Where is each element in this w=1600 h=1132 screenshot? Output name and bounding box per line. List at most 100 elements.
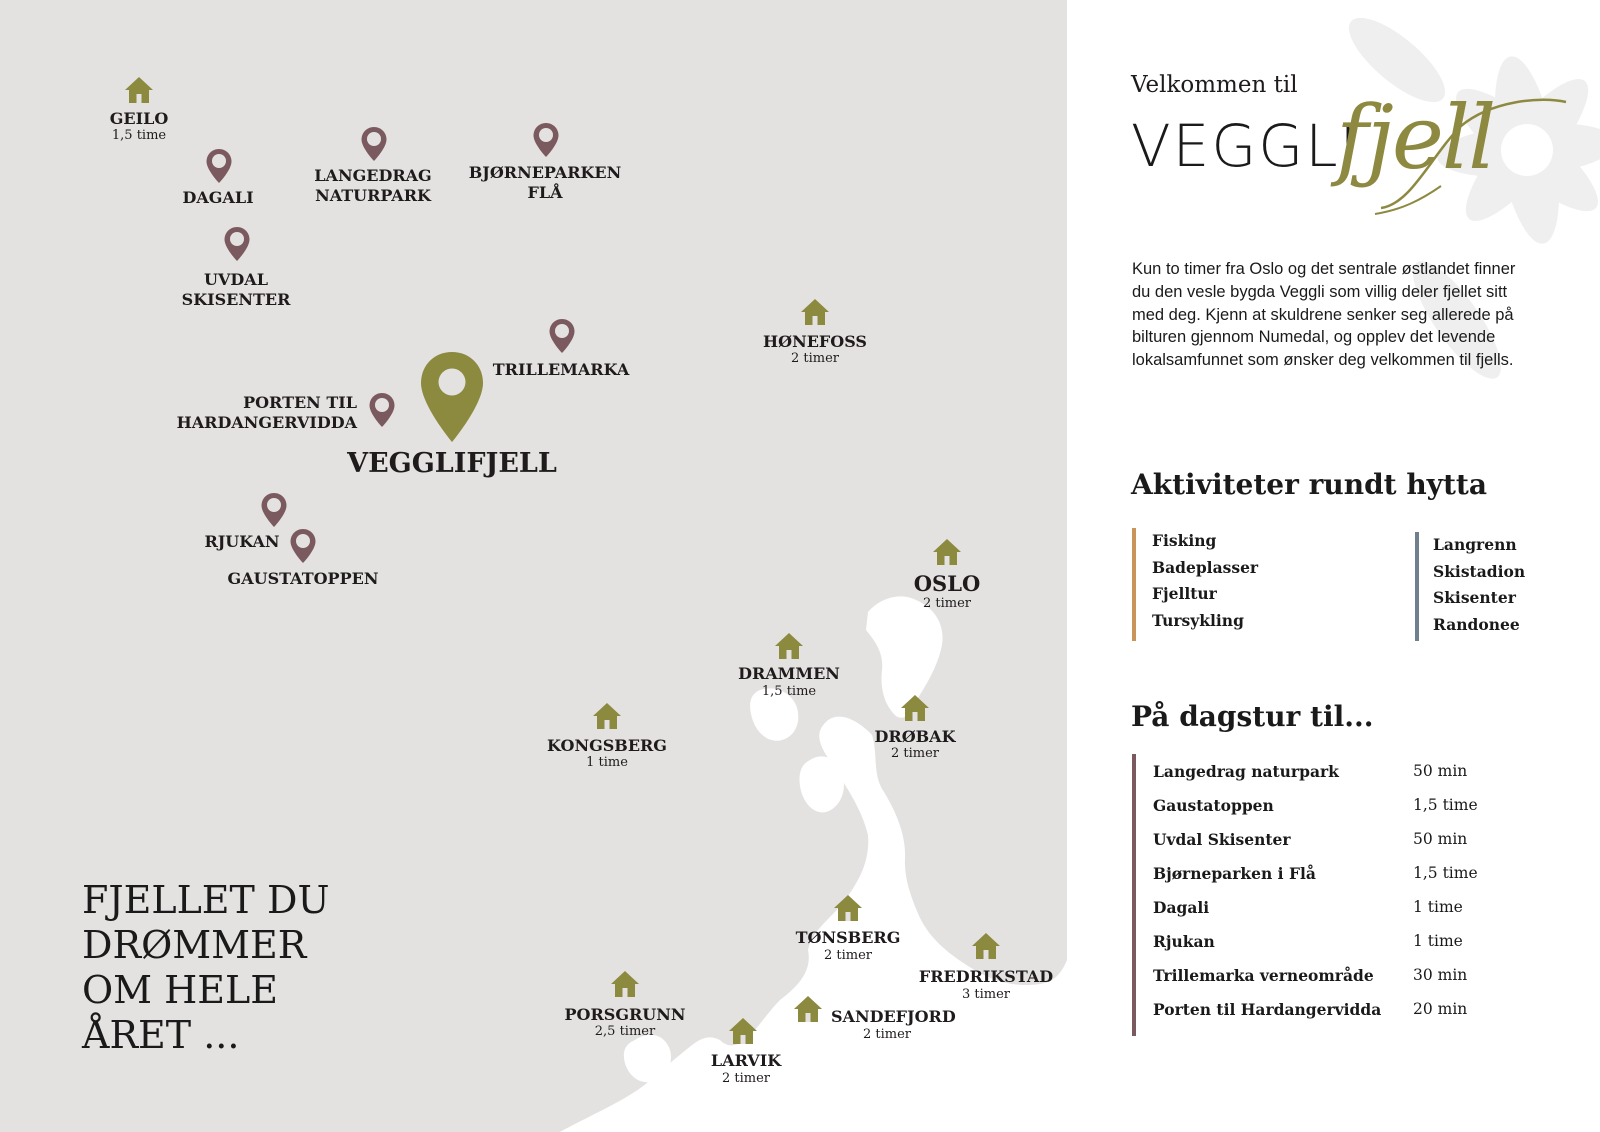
table-row: Gaustatoppen 1,5 time <box>1153 796 1553 830</box>
town-time-drobak: 2 timer <box>890 746 940 761</box>
town-label-larvik[interactable]: LARVIK <box>710 1051 782 1070</box>
map-area: VEGGLIFJELL DAGALI LANGEDRAG NATURPARK B… <box>0 0 1067 1132</box>
flower-watermark-icon <box>1348 17 1600 379</box>
attraction-label-rjukan[interactable]: RJUKAN <box>204 532 280 551</box>
label-line: HARDANGERVIDDA <box>176 413 357 432</box>
town-time-geilo: 1,5 time <box>111 128 167 143</box>
activities-title: Aktiviteter rundt hytta <box>1131 468 1487 501</box>
town-label-drobak[interactable]: DRØBAK <box>874 727 956 746</box>
table-row: Dagali 1 time <box>1153 898 1553 932</box>
summer-bar <box>1132 528 1136 641</box>
list-item: Fjelltur <box>1152 584 1217 603</box>
daytrip-title: På dagstur til... <box>1131 700 1374 733</box>
town-time-larvik: 2 timer <box>721 1071 771 1086</box>
town-label-tonsberg[interactable]: TØNSBERG <box>795 928 901 947</box>
house-icon[interactable] <box>592 702 622 730</box>
house-icon[interactable] <box>932 538 962 566</box>
house-icon[interactable] <box>610 970 640 998</box>
summer-activities-list: Fisking Badeplasser Fjelltur Tursykling <box>1132 528 1258 634</box>
attraction-label-trillemarka[interactable]: TRILLEMARKA <box>492 360 630 379</box>
map-pin-icon[interactable] <box>360 126 388 162</box>
town-label-honefoss[interactable]: HØNEFOSS <box>763 332 867 351</box>
town-label-sandefjord[interactable]: SANDEFJORD <box>831 1007 956 1026</box>
winter-bar <box>1415 532 1419 641</box>
map-pin-icon[interactable] <box>368 392 396 428</box>
town-label-oslo[interactable]: OSLO <box>913 571 981 596</box>
daytrip-time: 1 time <box>1413 898 1463 916</box>
brand-name: VEGGLI <box>1131 112 1359 180</box>
table-row: Porten til Hardangervidda 20 min <box>1153 1000 1553 1034</box>
attraction-label-langedrag[interactable]: LANGEDRAG NATURPARK <box>314 166 431 206</box>
house-icon[interactable] <box>833 894 863 922</box>
attraction-label-gaustatoppen[interactable]: GAUSTATOPPEN <box>227 569 379 588</box>
table-row: Bjørneparken i Flå 1,5 time <box>1153 864 1553 898</box>
table-row: Uvdal Skisenter 50 min <box>1153 830 1553 864</box>
label-line: PORTEN TIL <box>243 393 357 412</box>
house-icon[interactable] <box>728 1017 758 1045</box>
town-label-drammen[interactable]: DRAMMEN <box>738 664 840 683</box>
town-time-sandefjord: 2 timer <box>862 1027 912 1042</box>
map-pin-icon[interactable] <box>260 492 288 528</box>
town-label-geilo[interactable]: GEILO <box>109 109 169 128</box>
list-item: Tursykling <box>1152 610 1244 630</box>
house-icon[interactable] <box>800 298 830 326</box>
daytrip-name: Porten til Hardangervidda <box>1153 1000 1382 1019</box>
intro-paragraph: Kun to timer fra Oslo og det sentrale øs… <box>1132 260 1516 370</box>
daytrip-name: Trillemarka verneområde <box>1153 966 1374 985</box>
town-time-kongsberg: 1 time <box>586 755 628 770</box>
daytrip-name: Rjukan <box>1153 932 1215 951</box>
daytrip-time: 1,5 time <box>1413 796 1478 814</box>
tagline-line: FJELLET DU <box>82 878 330 922</box>
list-item: Skistadion <box>1433 561 1526 581</box>
daytrip-name: Dagali <box>1153 898 1210 917</box>
attraction-label-bjorneparken[interactable]: BJØRNEPARKEN FLÅ <box>469 163 621 203</box>
daytrip-name: Langedrag naturpark <box>1153 762 1339 781</box>
house-icon[interactable] <box>900 694 930 722</box>
list-item: Randonee <box>1433 614 1520 634</box>
town-time-porsgrunn: 2,5 timer <box>594 1024 656 1039</box>
map-pin-icon[interactable] <box>548 318 576 354</box>
town-label-fredrikstad[interactable]: FREDRIKSTAD <box>918 967 1054 986</box>
house-icon[interactable] <box>793 995 823 1023</box>
town-label-kongsberg[interactable]: KONGSBERG <box>547 736 667 755</box>
daytrip-name: Uvdal Skisenter <box>1153 830 1291 849</box>
large-map-pin-icon[interactable] <box>421 352 483 442</box>
list-item: Fisking <box>1152 531 1217 550</box>
welcome-text: Velkommen til <box>1131 72 1298 98</box>
winter-activities-list: Langrenn Skistadion Skisenter Randonee <box>1413 532 1525 638</box>
main-place-label[interactable]: VEGGLIFJELL <box>347 448 557 479</box>
tagline-line: OM HELE <box>82 968 278 1012</box>
coastline-water <box>560 596 1067 1132</box>
town-time-drammen: 1,5 time <box>761 684 817 699</box>
attraction-label-uvdal[interactable]: UVDAL SKISENTER <box>182 270 291 310</box>
daytrip-bar <box>1132 754 1136 1036</box>
map-pin-icon[interactable] <box>289 528 317 564</box>
town-label-porsgrunn[interactable]: PORSGRUNN <box>564 1005 686 1024</box>
map-pin-icon[interactable] <box>205 148 233 184</box>
label-line: NATURPARK <box>315 186 431 205</box>
info-panel: Velkommen til VEGGLI fjell Kun to timer … <box>1067 0 1600 1132</box>
label-line: FLÅ <box>527 183 563 202</box>
house-icon[interactable] <box>971 932 1001 960</box>
label-line: BJØRNEPARKEN <box>468 163 622 182</box>
daytrip-name: Bjørneparken i Flå <box>1153 864 1316 883</box>
label-line: SKISENTER <box>181 290 291 309</box>
tagline-line: DRØMMER <box>82 923 307 967</box>
daytrip-time: 20 min <box>1413 1000 1468 1018</box>
attraction-label-dagali[interactable]: DAGALI <box>182 188 254 207</box>
house-icon[interactable] <box>124 76 154 104</box>
table-row: Langedrag naturpark 50 min <box>1153 762 1553 796</box>
town-time-honefoss: 2 timer <box>790 351 840 366</box>
daytrip-time: 50 min <box>1413 830 1468 848</box>
brand-logo: VEGGLI fjell <box>1131 86 1571 232</box>
brand-script: fjell <box>1336 86 1496 189</box>
map-pin-icon[interactable] <box>532 122 560 158</box>
attraction-label-porten[interactable]: PORTEN TIL HARDANGERVIDDA <box>177 393 357 433</box>
daytrip-time: 1 time <box>1413 932 1463 950</box>
list-item: Langrenn <box>1433 535 1517 554</box>
house-icon[interactable] <box>774 632 804 660</box>
table-row: Trillemarka verneområde 30 min <box>1153 966 1553 1000</box>
daytrip-time: 1,5 time <box>1413 864 1478 882</box>
label-line: UVDAL <box>204 270 268 289</box>
map-pin-icon[interactable] <box>223 226 251 262</box>
